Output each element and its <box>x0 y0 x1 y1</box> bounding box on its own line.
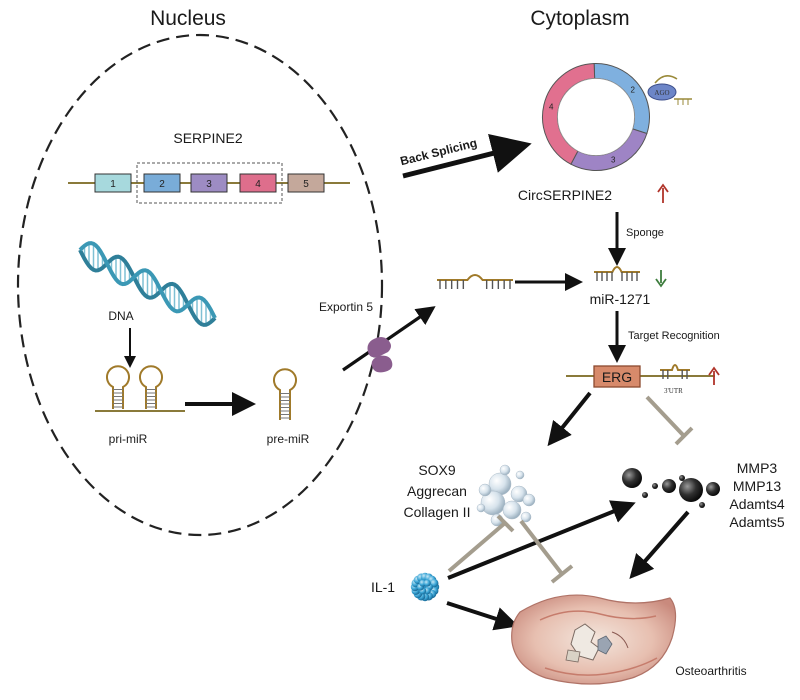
back-splicing-label-group: Back Splicing <box>399 136 479 169</box>
exon-number: 5 <box>303 179 309 190</box>
mir-down-arrow-icon <box>655 270 667 288</box>
circ-segment-number: 4 <box>549 103 554 112</box>
dna-helix <box>78 241 217 327</box>
il1-label: IL-1 <box>371 579 395 595</box>
gene-name: SERPINE2 <box>173 130 242 146</box>
ecm-inhibits-il1-line <box>447 514 515 573</box>
exon-selection-box <box>136 162 283 204</box>
exon-number: 2 <box>159 179 165 190</box>
exon-group: 1 2 3 4 5 <box>94 173 325 193</box>
circ-up-arrow-icon <box>657 183 669 203</box>
adamts5-label: Adamts5 <box>729 514 784 530</box>
pri-mir-label: pri-miR <box>109 432 148 446</box>
erg-label: ERG <box>602 369 632 385</box>
sox9-label: SOX9 <box>418 462 456 478</box>
dna-label: DNA <box>108 309 133 323</box>
exon-1: 1 <box>94 173 132 193</box>
osteoarthritis-label: Osteoarthritis <box>675 664 746 678</box>
circserpine2-ring: 2 3 4 <box>542 63 650 171</box>
exon-5: 5 <box>287 173 325 193</box>
ago-complex: AGO <box>647 75 692 105</box>
exon-number: 4 <box>255 179 261 190</box>
mmp3-label: MMP3 <box>737 460 778 476</box>
mir-1271-hairpin <box>594 266 640 281</box>
il1-activates-mmp-arrow <box>447 500 636 580</box>
back-splicing-label: Back Splicing <box>399 136 479 169</box>
exon-3: 3 <box>190 173 228 193</box>
exportin-label: Exportin 5 <box>319 300 373 314</box>
nuclear-membrane <box>16 33 384 537</box>
sponge-label: Sponge <box>626 227 664 239</box>
mirna-duplex <box>437 274 513 289</box>
exon-2: 2 <box>143 173 181 193</box>
aggrecan-label: Aggrecan <box>407 483 467 499</box>
erg-box <box>593 365 641 388</box>
erg-up-arrow-icon <box>708 366 720 385</box>
erg-activates-ecm-arrow <box>547 391 592 447</box>
pre-mir-label: pre-miR <box>267 432 310 446</box>
collagen-label: Collagen II <box>404 504 471 520</box>
back-splicing-arrow <box>402 133 532 179</box>
circ-segment-number: 2 <box>631 85 636 94</box>
exon-number: 3 <box>206 179 212 190</box>
exon-number: 1 <box>110 179 116 190</box>
ecm-inhibits-oa-line <box>519 519 574 584</box>
il1-to-oa-arrow <box>446 601 519 631</box>
pri-mir-structure <box>95 365 185 412</box>
target-recognition-label: Target Recognition <box>628 330 720 342</box>
circ-segment-number: 3 <box>611 156 616 165</box>
ecm-bubbles <box>476 464 536 527</box>
export-arrow <box>342 306 436 372</box>
mir-1271-label: miR-1271 <box>590 291 651 307</box>
ago-label: AGO <box>654 89 669 97</box>
osteoarthritis-joint-image <box>511 594 677 685</box>
utr-bound-mirna <box>660 364 690 379</box>
utr-label: 3'UTR <box>664 387 683 395</box>
exon-4: 4 <box>239 173 277 193</box>
exportin-protein <box>367 337 393 373</box>
nucleus-title: Nucleus <box>150 7 226 30</box>
adamts4-label: Adamts4 <box>729 496 784 512</box>
mmp13-label: MMP13 <box>733 478 781 494</box>
mmp-to-oa-arrow <box>629 510 690 580</box>
cytoplasm-title: Cytoplasm <box>530 7 629 30</box>
circserpine2-label: CircSERPINE2 <box>518 187 612 203</box>
il1-cluster <box>410 572 440 602</box>
erg-inhibits-mmp-line <box>645 395 694 446</box>
mmp-balls <box>622 468 720 508</box>
pre-mir-structure <box>273 368 297 420</box>
